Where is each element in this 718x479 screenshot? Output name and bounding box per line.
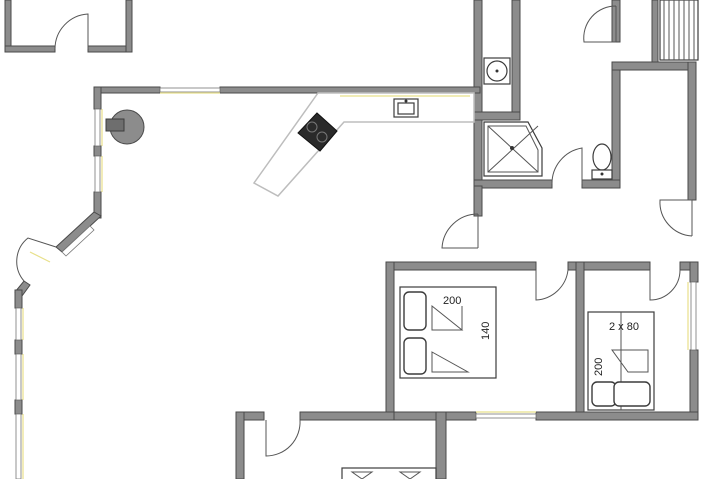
twin-bed-width-label: 2 x 80	[609, 321, 639, 333]
hob	[297, 112, 338, 152]
wood-stove	[105, 109, 145, 145]
twin-bed-length-label: 200	[593, 358, 605, 376]
door-top-left[interactable]	[54, 13, 89, 50]
door-bottom-room[interactable]	[265, 419, 301, 457]
toilet	[591, 143, 613, 180]
door-hall-right[interactable]	[659, 199, 693, 237]
kitchen-counter	[252, 92, 475, 197]
bed-length-label: 200	[443, 295, 461, 307]
door-bedroom-2[interactable]	[649, 269, 681, 301]
bed-width-label: 140	[480, 322, 492, 340]
door-terrace[interactable]	[16, 237, 57, 282]
double-bed	[399, 286, 497, 379]
wash-basin	[483, 57, 511, 85]
bottom-bed	[341, 467, 437, 479]
shower	[483, 121, 543, 177]
door-bedroom-1[interactable]	[535, 269, 569, 301]
bedroom-windows	[475, 281, 697, 419]
door-bathroom[interactable]	[551, 147, 583, 185]
bottom-room-walls	[235, 411, 447, 479]
door-stair[interactable]	[583, 5, 617, 43]
top-left-room	[4, 0, 133, 53]
bedroom-1-walls	[385, 261, 699, 421]
kitchen-sink	[393, 98, 419, 118]
staircase	[651, 0, 699, 63]
living-room-windows	[15, 87, 221, 479]
twin-beds	[587, 311, 655, 411]
door-hall-left[interactable]	[441, 213, 479, 249]
